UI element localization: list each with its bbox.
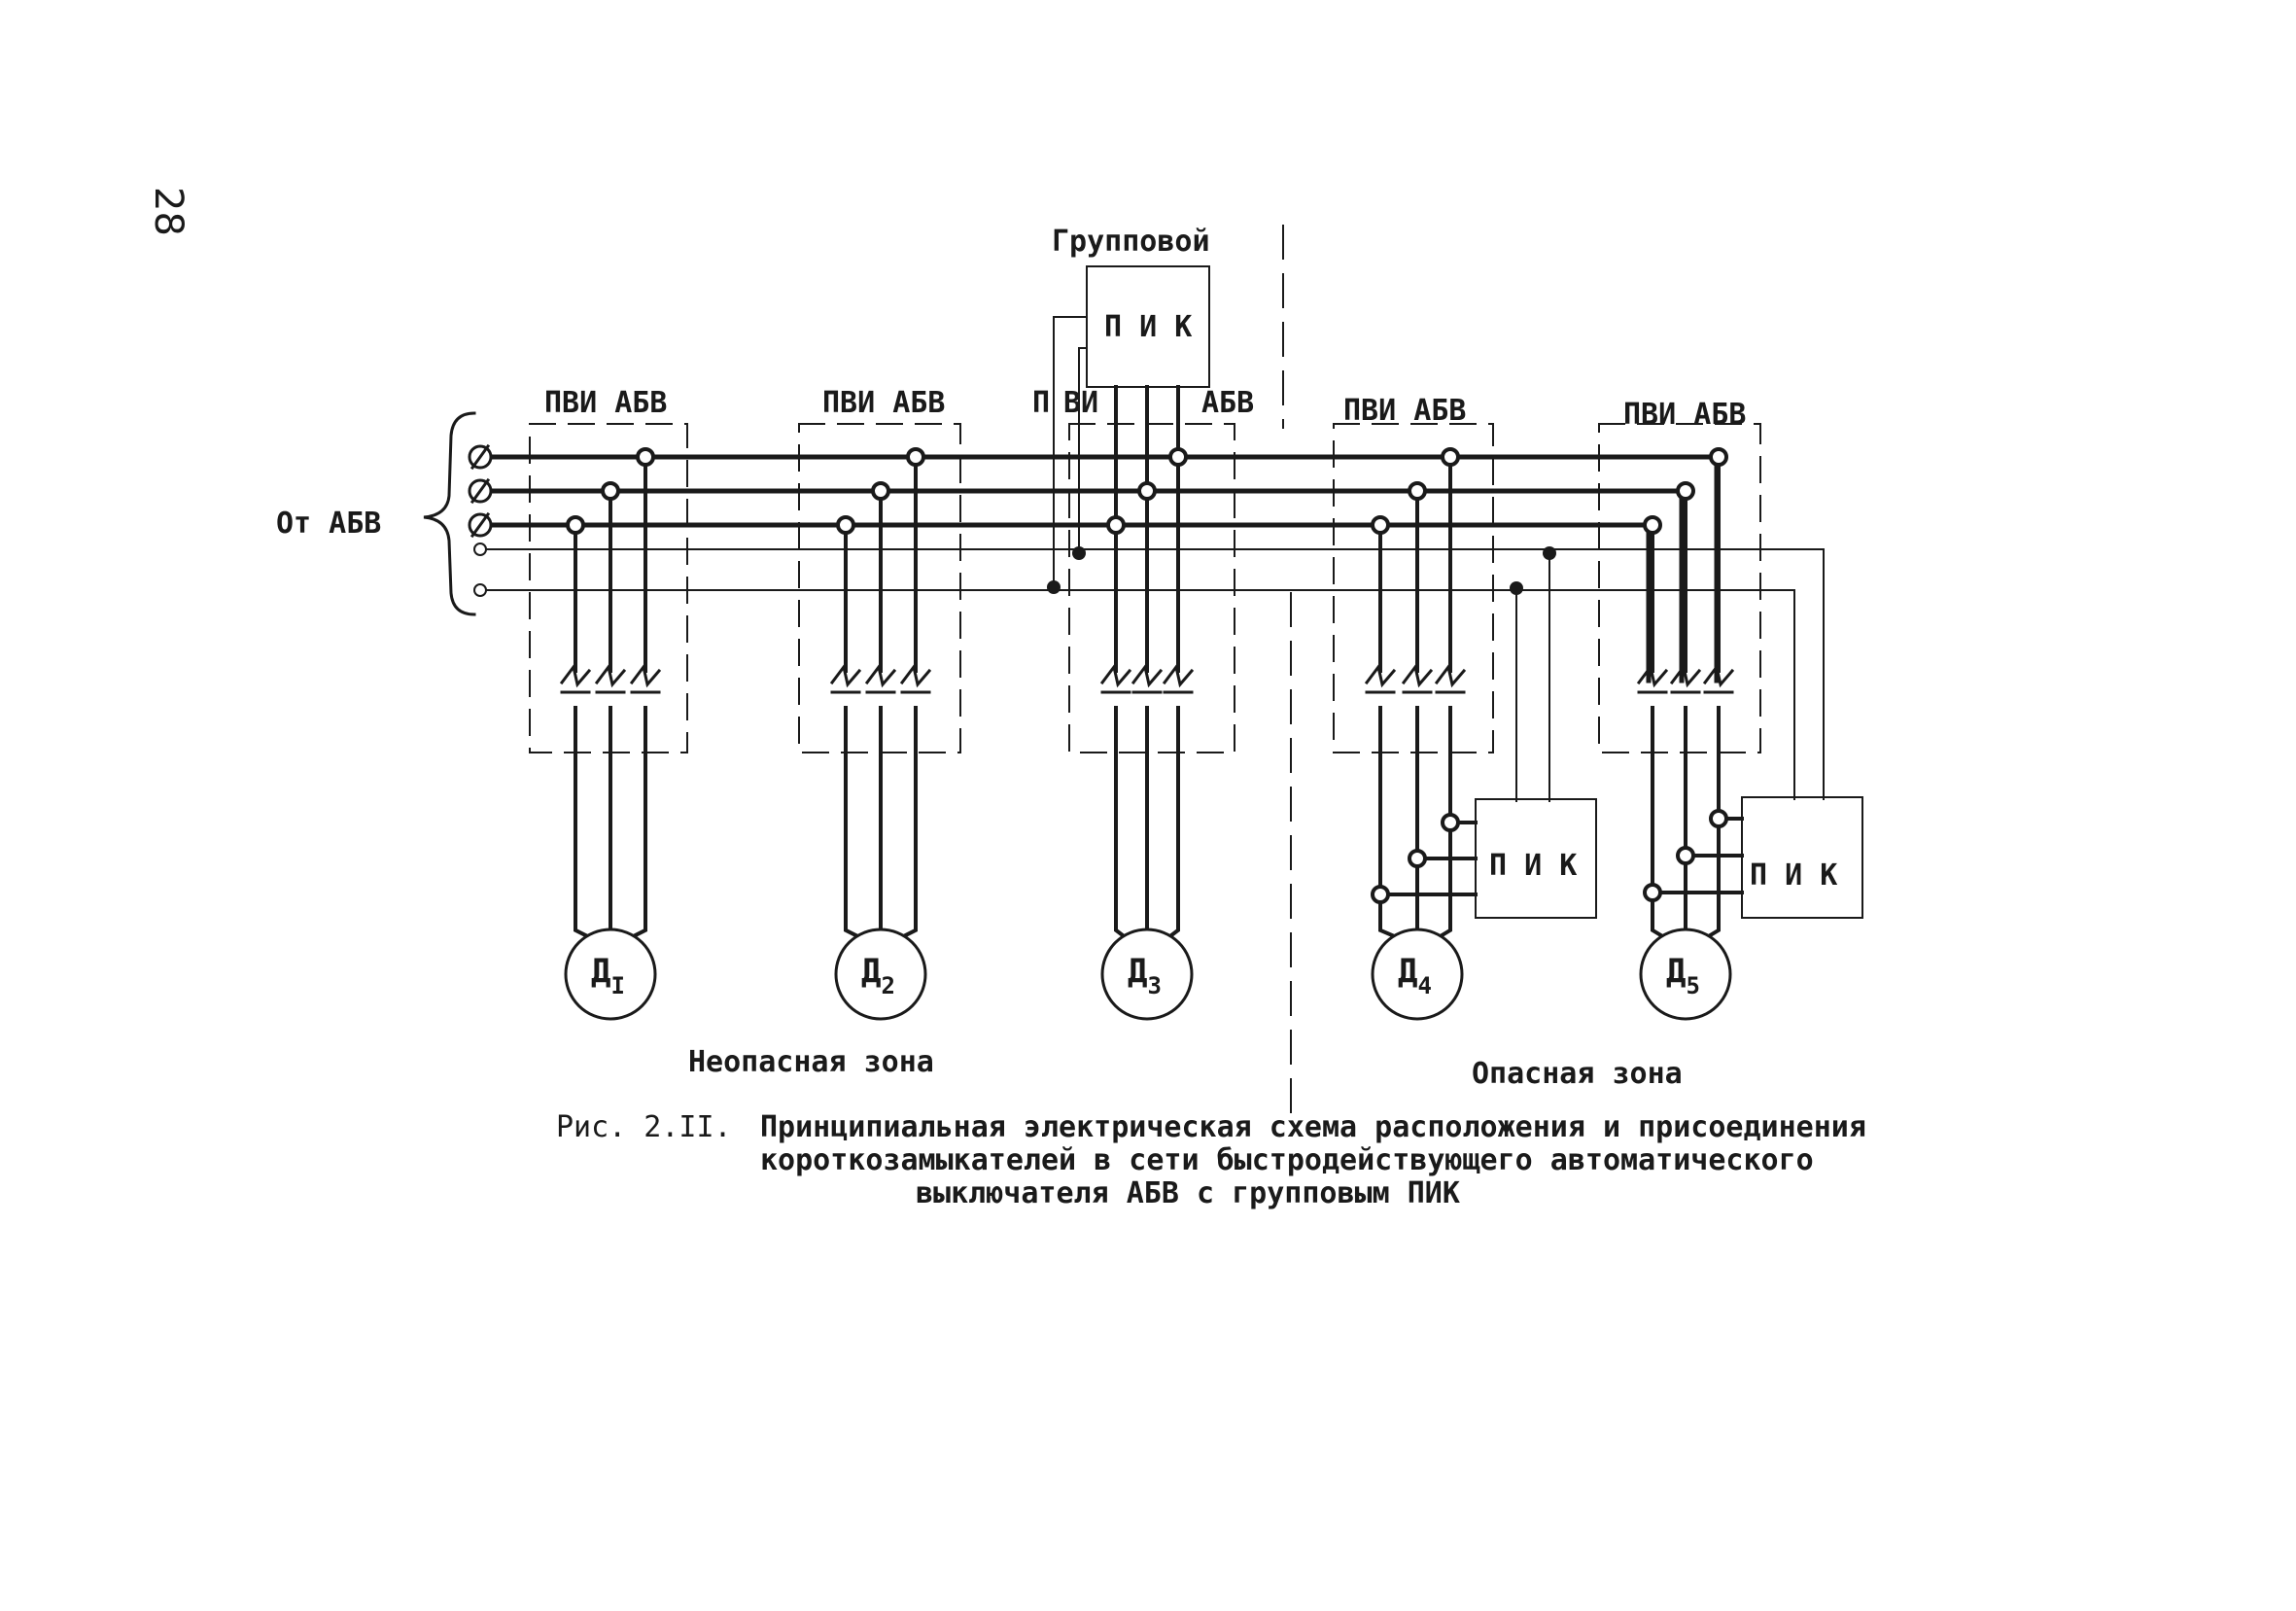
feeder-wire-lower (631, 710, 647, 939)
breaker-symbol (1162, 663, 1195, 694)
caption-line-3: выключателя АБВ с групповым ПИК (916, 1176, 1460, 1210)
feeder-wire-lower (1378, 710, 1397, 939)
control-junction (1543, 546, 1556, 560)
page-number: 28 (146, 187, 191, 236)
safe-zone-label: Неопасная зона (688, 1045, 934, 1079)
caption-line-1: Принципиальная электрическая схема распо… (760, 1110, 1866, 1144)
motor-subscript-1: I (610, 972, 624, 999)
pik-junction (1676, 846, 1695, 865)
bus-junction (871, 481, 890, 501)
bus-junction (1137, 481, 1157, 501)
bus-junction (1643, 515, 1662, 535)
figure-number: Рис. 2.II. (556, 1110, 732, 1144)
junction-dots (566, 447, 1728, 904)
feeder-wire-lower (1651, 710, 1665, 939)
breaker-symbol (864, 663, 897, 694)
terminals (468, 443, 493, 597)
bus-junction (836, 515, 855, 535)
group-pik-title: Групповой (1052, 225, 1210, 259)
motor-circles (564, 928, 1732, 1021)
pik-junction (1643, 883, 1662, 902)
pvi-label-4: ПВИ АБВ (1343, 394, 1466, 428)
feeder-wire-lower (1167, 710, 1180, 939)
breaker-symbol (559, 663, 592, 694)
breaker-symbol (1636, 663, 1669, 694)
breaker-symbol (829, 663, 862, 694)
pvi-label-1: ПВИ АБВ (544, 386, 667, 420)
pik-box-5 (1741, 796, 1863, 919)
bus-junction (1709, 447, 1728, 467)
breaker-symbol (629, 663, 662, 694)
motor-subscript-2: 2 (881, 972, 894, 999)
source-brace (423, 411, 476, 616)
feeder-wire-lower (1114, 710, 1127, 939)
motor-circle-1 (564, 928, 657, 1021)
pik-label-5: П И К (1750, 858, 1837, 893)
pik-junction (1709, 809, 1728, 828)
control-junction (1510, 581, 1523, 595)
pvi-label-vi: ВИ (1063, 386, 1098, 420)
breaker-symbol (1364, 663, 1397, 694)
breaker-symbol (1434, 663, 1467, 694)
control-junction (1072, 546, 1086, 560)
motor-feeders (574, 455, 1721, 939)
feeder-wire-lower (844, 710, 860, 939)
group-pik-label: П И К (1104, 310, 1192, 344)
breaker-symbol (1131, 663, 1164, 694)
bus-junction (601, 481, 620, 501)
feeder-wire-lower (1438, 710, 1452, 939)
danger-zone-label: Опасная зона (1472, 1057, 1683, 1091)
pik-junction (1441, 813, 1460, 832)
bus-junction (1371, 515, 1390, 535)
breaker-symbol (899, 663, 932, 694)
pvi-label-5: ПВИ АБВ (1623, 398, 1746, 432)
breaker-symbol (594, 663, 627, 694)
pvi-label-2: ПВИ АБВ (822, 386, 945, 420)
pik-junction (1371, 885, 1390, 904)
pik-label-4: П И К (1489, 849, 1577, 883)
motor-circle-5 (1639, 928, 1732, 1021)
bus-junction (1106, 515, 1126, 535)
power-buses (489, 454, 1720, 683)
source-label: От АБВ (276, 507, 381, 541)
motor-subscript-5: 5 (1686, 972, 1699, 999)
motor-circle-3 (1100, 928, 1194, 1021)
bus-junction (1676, 481, 1695, 501)
group-pik-leads (1114, 385, 1180, 527)
control-wires (485, 316, 1825, 802)
bus-junction (1168, 447, 1188, 467)
bus-junction (1441, 447, 1460, 467)
pik-junction (1408, 849, 1427, 868)
feeder-wire-lower (901, 710, 918, 939)
feeder-wire-lower (1706, 710, 1721, 939)
bus-junction (906, 447, 925, 467)
bus-junction (636, 447, 655, 467)
control-junction (1047, 580, 1061, 594)
bus-junction (1408, 481, 1427, 501)
breaker-symbol (1401, 663, 1434, 694)
caption-line-2: короткозамыкателей в сети быстродействую… (760, 1143, 1814, 1177)
figure-caption: Рис. 2.II. Принципиальная электрическая с… (556, 1111, 1897, 1210)
feeder-wire-lower (574, 710, 590, 939)
breaker-symbol (1099, 663, 1132, 694)
motor-circle-2 (834, 928, 927, 1021)
motor-subscript-4: 4 (1417, 972, 1431, 999)
breaker-symbol (1702, 663, 1735, 694)
motor-circle-4 (1371, 928, 1464, 1021)
breaker-contacts (559, 663, 1735, 694)
motor-subscript-3: 3 (1147, 972, 1161, 999)
pvi-label-p: П (1032, 386, 1050, 420)
breaker-symbol (1669, 663, 1702, 694)
pvi-label-abv: АБВ (1201, 386, 1254, 420)
bus-junction (566, 515, 585, 535)
